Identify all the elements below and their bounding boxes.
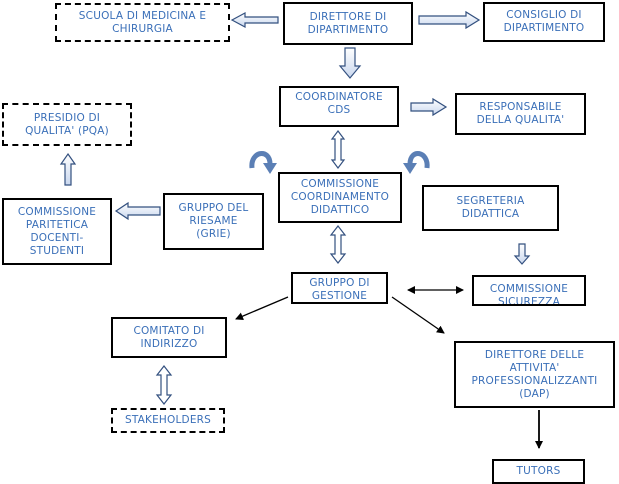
node-label-line: DIRETTORE DELLE: [484, 348, 585, 361]
node-label-line: DIDATTICA: [461, 208, 520, 220]
line-arrow-gestione-comitato: [235, 296, 289, 320]
block-arrow-to-responsabile: [410, 97, 448, 117]
block-arrow-to-sicurezza: [513, 243, 531, 265]
node-label-line: RESPONSABILE: [479, 101, 562, 113]
double-arrow-commissione-gestione: [329, 225, 347, 264]
node-label-line: SEGRETERIA: [456, 195, 525, 207]
node-label-line: DIPARTIMENTO: [307, 23, 389, 36]
node-label-line: PROFESSIONALIZZANTI: [471, 374, 598, 387]
node-label-line: PRESIDIO DI: [33, 111, 101, 124]
node-label-line: SICUREZZA: [497, 296, 561, 306]
block-arrow-to-coordinatore: [338, 47, 362, 79]
node-label-line: CONSIGLIO DI: [506, 9, 582, 21]
node-label-line: TUTORS: [516, 465, 561, 477]
node-label-line: (DAP): [519, 387, 550, 400]
node-label-line: COMMISSIONE: [489, 283, 569, 295]
node-label-line: DIPARTIMENTO: [503, 22, 585, 34]
double-arrow-coordinatore-commissione: [330, 130, 346, 169]
node-label-line: GRUPPO DEL: [178, 202, 249, 214]
node-label-line: PARITETICA: [25, 218, 89, 231]
node-label-line: DOCENTI-: [30, 231, 84, 244]
node-label-line: QUALITA' (PQA): [25, 124, 109, 137]
line-arrow-gestione-dap: [391, 296, 445, 334]
block-arrow-to-paritetica: [114, 201, 161, 221]
node-label-line: COMITATO DI: [133, 324, 205, 337]
node-label-line: COORDINATORE: [295, 91, 383, 103]
node-stakeholders: STAKEHOLDERS: [111, 408, 225, 433]
node-label-line: SCUOLA DI MEDICINA E: [78, 9, 207, 22]
node-label-line: RIESAME: [189, 215, 238, 227]
node-label-line: COMMISSIONE: [17, 205, 97, 218]
curved-arrow-left: [249, 151, 273, 169]
node-label-line: DIRETTORE DI: [309, 10, 387, 23]
node-tutors: TUTORS: [492, 459, 585, 484]
node-label-line: (GRIE): [196, 228, 231, 240]
block-arrow-to-scuola: [230, 11, 279, 29]
node-label-line: ATTIVITA': [509, 361, 560, 374]
curved-arrow-right-head: [403, 163, 417, 174]
node-label-line: DIDATTICO: [310, 204, 370, 216]
node-label-line: INDIRIZZO: [140, 337, 198, 350]
node-label-line: DELLA QUALITA': [476, 114, 565, 126]
node-label-line: GRUPPO DI: [309, 277, 370, 289]
curved-arrow-right: [407, 151, 430, 169]
node-label-line: STUDENTI: [29, 244, 85, 257]
node-label-line: COORDINAMENTO: [290, 191, 390, 203]
node-label-line: COMMISSIONE: [300, 178, 380, 190]
block-arrow-to-consiglio: [418, 10, 481, 30]
node-label-line: GESTIONE: [311, 290, 368, 302]
block-arrow-to-presidio: [59, 152, 77, 186]
node-label-line: STAKEHOLDERS: [124, 414, 212, 426]
double-arrow-comitato-stakeholders: [155, 365, 173, 405]
node-label-line: CHIRURGIA: [112, 22, 173, 35]
curved-arrow-left-head: [263, 163, 277, 174]
node-label-line: CDS: [327, 104, 351, 116]
